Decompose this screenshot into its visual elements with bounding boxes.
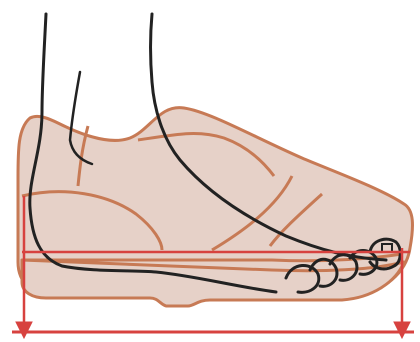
length-arrow-right xyxy=(394,322,410,338)
length-arrow-left xyxy=(16,322,32,338)
